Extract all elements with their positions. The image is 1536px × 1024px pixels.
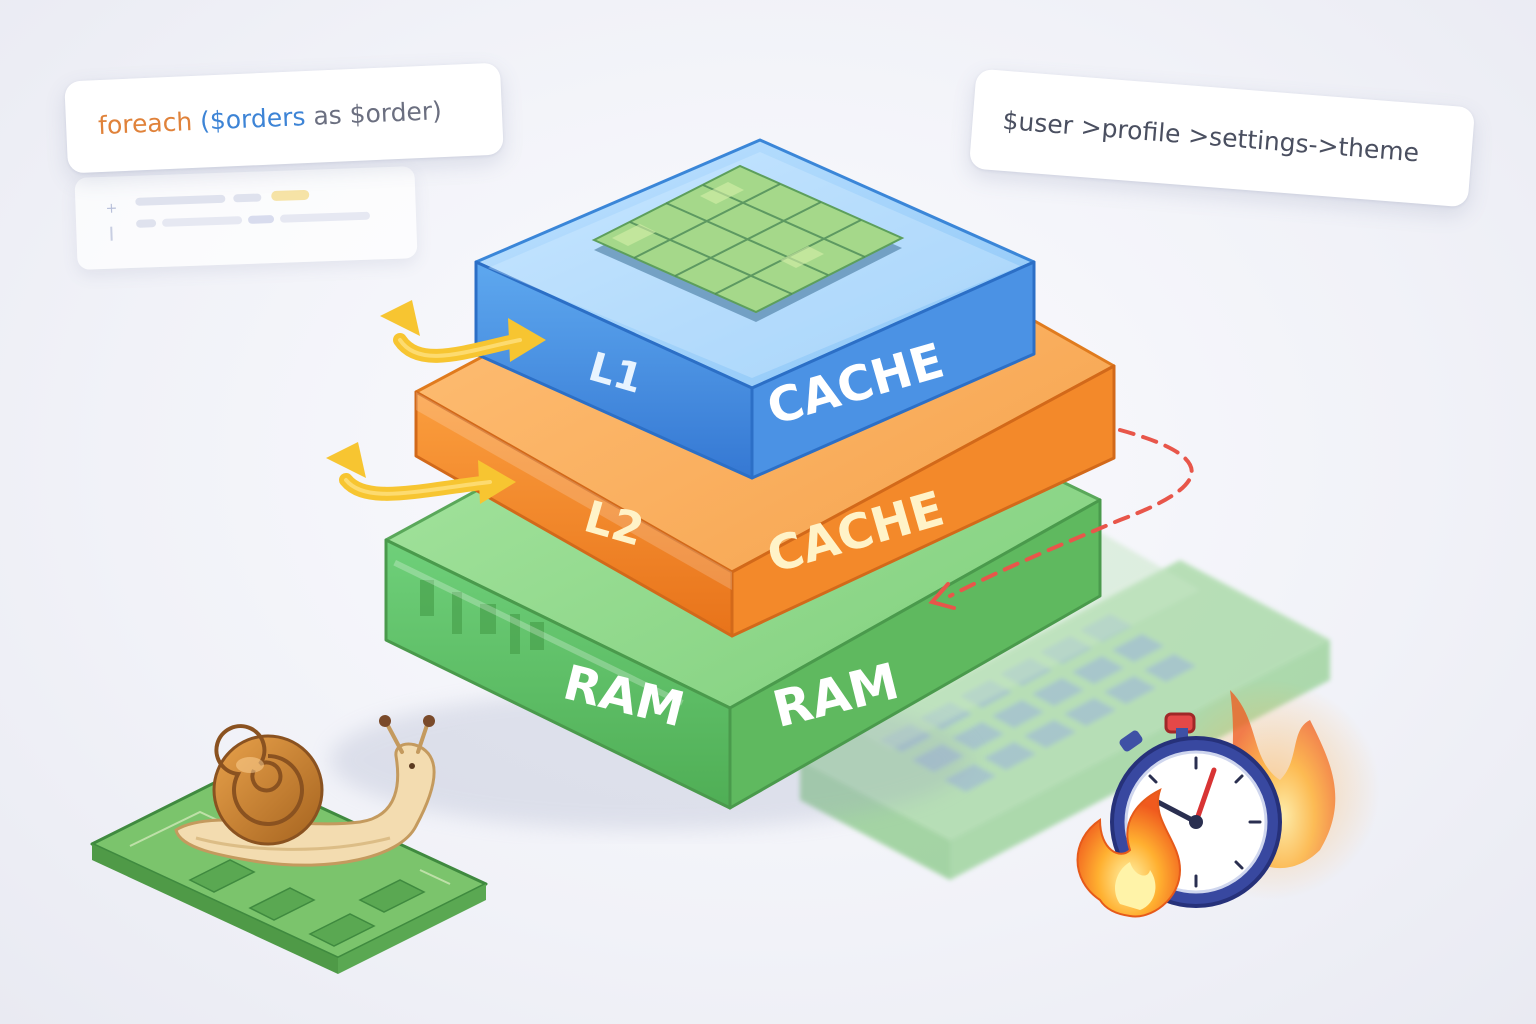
faded-code-lines-icon: + <box>105 189 370 241</box>
yellow-arrow-icon <box>326 442 516 504</box>
svg-text:+: + <box>105 200 117 216</box>
red-dashed-arrow-icon <box>928 428 1194 610</box>
fire-icon <box>1076 788 1182 918</box>
faded-code-card: + <box>74 166 418 270</box>
chip-grid-icon <box>591 164 905 322</box>
yellow-arrow-icon <box>380 300 546 363</box>
l1-cache-layer: L1 CACHE <box>474 138 1036 480</box>
snail-icon <box>174 715 436 867</box>
